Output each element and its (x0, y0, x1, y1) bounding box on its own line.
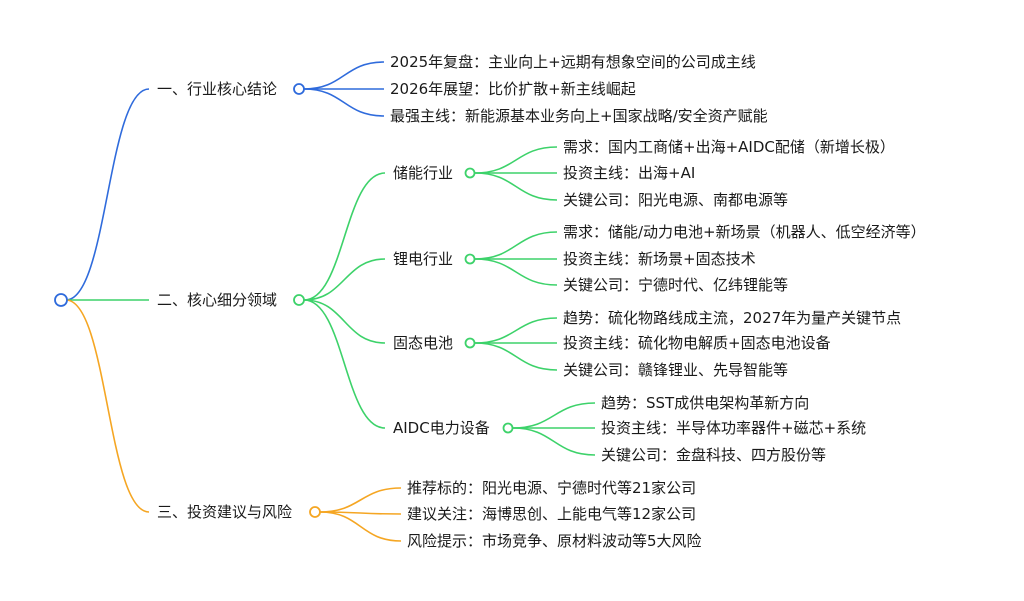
branch-2-node-dot[interactable] (293, 294, 305, 306)
link-sub-1-leaf-3 (474, 172, 558, 201)
sub-2-leaf-3: 关键公司：宁德时代、亿纬锂能等 (563, 276, 788, 294)
link-branch-2-sub-3 (303, 299, 386, 344)
sub-4-leaf-2: 投资主线：半导体功率器件+磁芯+系统 (601, 419, 866, 437)
branch-3-leaf-3: 风险提示：市场竞争、原材料波动等5大风险 (407, 532, 702, 550)
sub-topic-2-node-dot[interactable] (464, 253, 476, 265)
link-sub-4-leaf-3 (512, 427, 596, 456)
link-sub-1-leaf-1 (474, 146, 558, 174)
branch-1-node-dot[interactable] (293, 83, 305, 95)
branch-3-leaf-1: 推荐标的：阳光电源、宁德时代等21家公司 (407, 479, 696, 497)
sub-topic-1-node-dot[interactable] (464, 167, 476, 179)
sub-topic-1-title: 储能行业 (393, 164, 453, 182)
mindmap-links (65, 61, 596, 542)
branch-1-leaf-1: 2025年复盘：主业向上+远期有想象空间的公司成主线 (390, 53, 756, 71)
root-node-dot[interactable] (54, 293, 68, 307)
sub-3-leaf-3: 关键公司：赣锋锂业、先导智能等 (563, 361, 788, 379)
branch-1-leaf-3: 最强主线：新能源基本业务向上+国家战略/安全资产赋能 (390, 107, 768, 125)
sub-1-leaf-2: 投资主线：出海+AI (563, 164, 695, 182)
sub-topic-2-title: 锂电行业 (393, 250, 453, 268)
link-branch-2-sub-4 (303, 299, 386, 429)
branch-3-node-dot[interactable] (309, 506, 321, 518)
sub-2-leaf-1: 需求：储能/动力电池+新场景（机器人、低空经济等） (563, 223, 926, 241)
branch-2-title: 二、核心细分领域 (157, 291, 277, 309)
mindmap-nodes: 一、行业核心结论 2025年复盘：主业向上+远期有想象空间的公司成主线 2026年展… (54, 53, 926, 550)
link-sub-3-leaf-1 (474, 317, 558, 344)
link-root-branch-3 (65, 299, 150, 513)
link-branch-3-leaf-1 (319, 487, 402, 513)
sub-topic-3-title: 固态电池 (393, 334, 453, 352)
branch-1-title: 一、行业核心结论 (157, 80, 277, 98)
sub-2-leaf-2: 投资主线：新场景+固态技术 (563, 250, 756, 268)
branch-3-title: 三、投资建议与风险 (157, 503, 292, 521)
branch-3-leaf-2: 建议关注：海博思创、上能电气等12家公司 (407, 505, 696, 523)
link-sub-3-leaf-3 (474, 342, 558, 371)
link-sub-4-leaf-1 (512, 402, 596, 429)
link-branch-3-leaf-3 (319, 511, 402, 542)
link-branch-2-sub-1 (303, 172, 386, 301)
branch-1-leaf-2: 2026年展望：比价扩散+新主线崛起 (390, 80, 636, 98)
link-branch-1-leaf-1 (303, 61, 385, 90)
sub-1-leaf-3: 关键公司：阳光电源、南都电源等 (563, 191, 788, 209)
link-branch-1-leaf-3 (303, 88, 385, 117)
sub-topic-4-node-dot[interactable] (502, 422, 514, 434)
sub-3-leaf-1: 趋势：硫化物路线成主流，2027年为量产关键节点 (563, 309, 901, 327)
link-sub-2-leaf-1 (474, 231, 558, 260)
link-branch-2-sub-2 (303, 258, 386, 301)
link-sub-2-leaf-3 (474, 258, 558, 286)
sub-topic-4-title: AIDC电力设备 (393, 419, 490, 437)
sub-3-leaf-2: 投资主线：硫化物电解质+固态电池设备 (563, 334, 831, 352)
sub-4-leaf-1: 趋势：SST成供电架构革新方向 (601, 394, 809, 412)
sub-1-leaf-1: 需求：国内工商储+出海+AIDC配储（新增长极） (563, 138, 895, 156)
link-root-branch-1 (65, 88, 150, 301)
sub-4-leaf-3: 关键公司：金盘科技、四方股份等 (601, 446, 826, 464)
sub-topic-3-node-dot[interactable] (464, 337, 476, 349)
